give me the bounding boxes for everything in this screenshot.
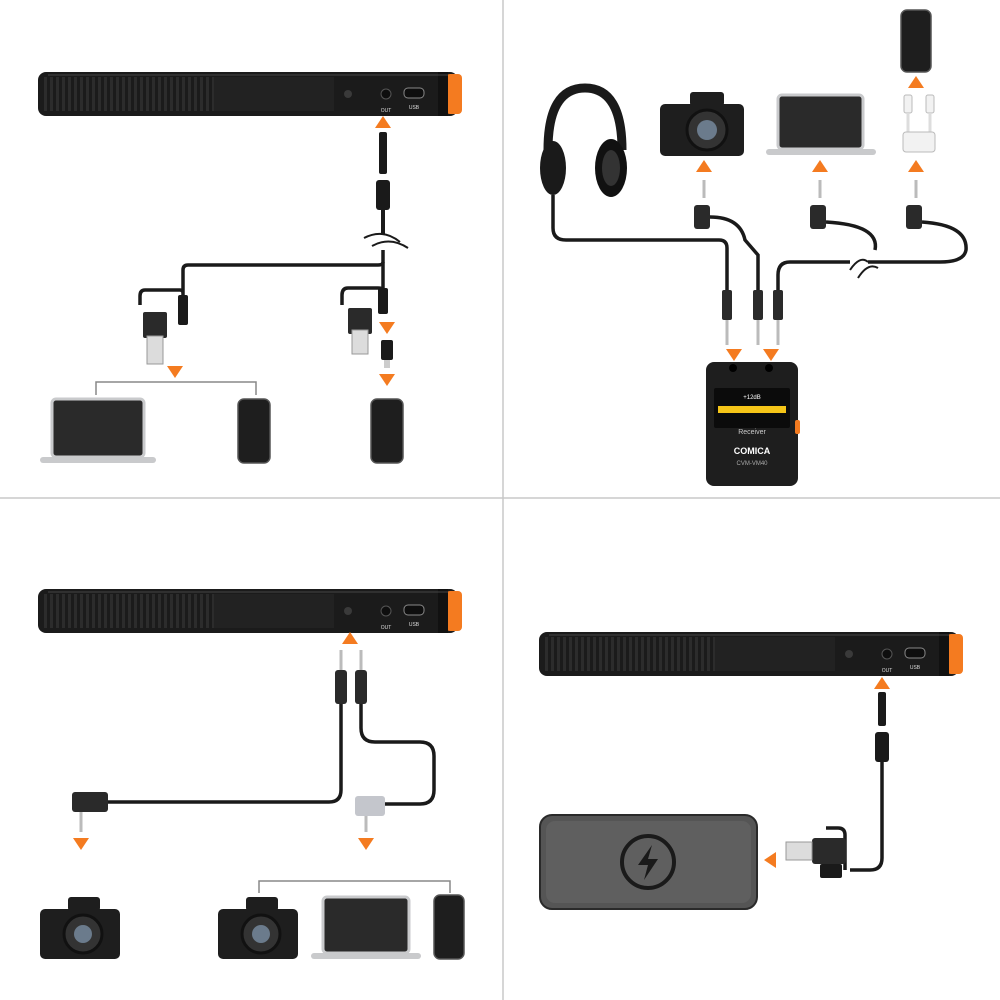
panel-usb-output: OUT USB bbox=[37, 71, 463, 464]
laptop-icon bbox=[311, 895, 421, 959]
panel-3.5mm-output: OUT USB bbox=[37, 588, 465, 960]
usb-c-cable bbox=[181, 116, 409, 290]
mic-port-usb-label: USB bbox=[409, 105, 420, 111]
smartphone-icon bbox=[433, 894, 465, 960]
usb-c-cable bbox=[764, 677, 890, 878]
receiver-plugs bbox=[722, 290, 783, 361]
panel-charging: OUT USB bbox=[538, 631, 964, 910]
lightning-bolt-icon bbox=[638, 845, 658, 880]
usb-a-adapter-left bbox=[138, 288, 188, 378]
trs-cable bbox=[72, 650, 347, 850]
smartphone-icon bbox=[237, 398, 271, 464]
receiver-model: CVM-VM40 bbox=[736, 461, 768, 467]
smartphone-icon bbox=[900, 9, 932, 88]
output-arrow bbox=[342, 632, 358, 644]
receiver-brand: COMICA bbox=[734, 446, 771, 456]
power-bank-icon bbox=[539, 814, 758, 910]
laptop-icon bbox=[766, 93, 876, 172]
split-bracket bbox=[95, 381, 257, 395]
receiver-device: +12dB Receiver COMICA CVM-VM40 bbox=[706, 362, 800, 486]
split-bracket bbox=[258, 880, 451, 893]
mic-port-out-label: OUT bbox=[381, 625, 392, 631]
usb-a-adapter-right bbox=[340, 285, 395, 355]
mic-port-usb-label: USB bbox=[409, 622, 420, 628]
shotgun-mic: OUT USB bbox=[538, 631, 964, 677]
shotgun-mic: OUT USB bbox=[37, 71, 463, 117]
camera-icon bbox=[660, 92, 744, 172]
shotgun-mic: OUT USB bbox=[37, 588, 463, 634]
lightning-to-3.5mm-adapter bbox=[902, 94, 936, 172]
trs-cable bbox=[694, 180, 968, 290]
camera-icon bbox=[218, 897, 298, 959]
receiver-gain-text: +12dB bbox=[743, 395, 761, 401]
lightning-adapter bbox=[379, 340, 395, 386]
headphones-icon bbox=[540, 83, 729, 290]
trrs-cable bbox=[355, 650, 436, 850]
mic-port-out-label: OUT bbox=[882, 668, 893, 674]
mic-port-out-label: OUT bbox=[381, 108, 392, 114]
smartphone-icon bbox=[370, 398, 404, 464]
laptop-icon bbox=[40, 397, 156, 463]
mic-port-usb-label: USB bbox=[910, 665, 921, 671]
receiver-label: Receiver bbox=[738, 429, 766, 436]
camera-icon bbox=[40, 897, 120, 959]
panel-receiver-monitoring: +12dB Receiver COMICA CVM-VM40 bbox=[540, 9, 968, 486]
